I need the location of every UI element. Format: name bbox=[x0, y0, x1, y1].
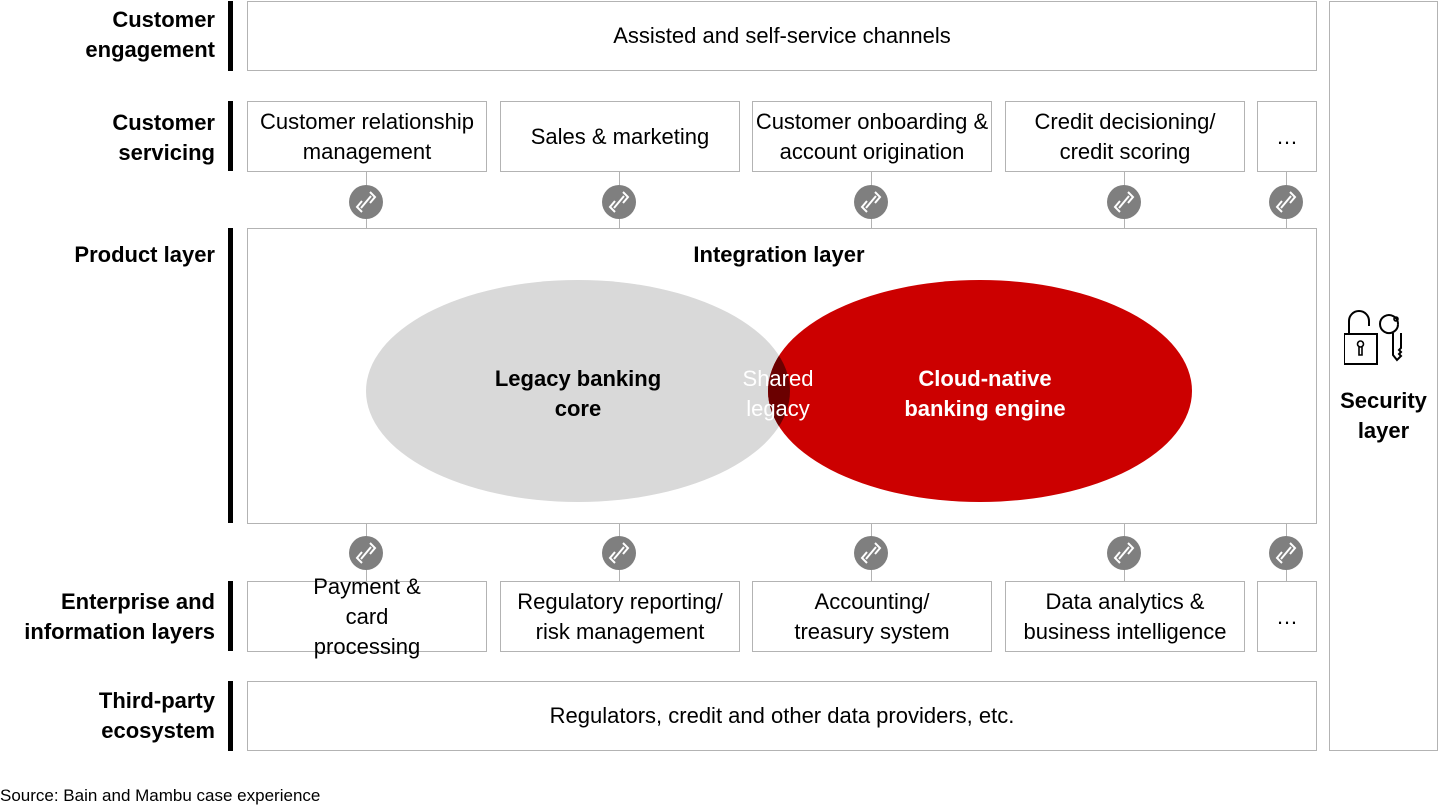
third-party-text: Regulators, credit and other data provid… bbox=[549, 703, 1015, 728]
servicing-box-more: … bbox=[1257, 101, 1317, 172]
enterprise-box: Regulatory reporting/ risk management bbox=[500, 581, 740, 652]
layer-label-engagement: Customer engagement bbox=[85, 7, 215, 62]
integration-layer-title: Integration layer bbox=[693, 242, 865, 267]
box-text: Customer onboarding & account originatio… bbox=[755, 108, 989, 164]
box-text: Accounting/ treasury system bbox=[794, 588, 950, 644]
enterprise-box: Payment & card processing bbox=[247, 574, 487, 659]
link-icon bbox=[1269, 536, 1303, 570]
link-icon bbox=[1269, 185, 1303, 219]
servicing-box: Customer onboarding & account originatio… bbox=[752, 101, 992, 172]
box-text: Credit decisioning/ credit scoring bbox=[1034, 108, 1216, 164]
link-icon bbox=[602, 536, 636, 570]
servicing-box: Customer relationship management bbox=[247, 101, 487, 172]
cloud-ellipse bbox=[768, 280, 1192, 502]
cloud-label: Cloud-native banking engine bbox=[904, 366, 1066, 421]
engagement-text: Assisted and self-service channels bbox=[613, 23, 951, 48]
box-text: Data analytics & business intelligence bbox=[1023, 588, 1227, 644]
layer-label-third-party: Third-party ecosystem bbox=[98, 688, 215, 743]
legacy-ellipse bbox=[366, 280, 790, 502]
enterprise-box-more: … bbox=[1257, 581, 1317, 652]
lock-and-key-icon bbox=[1343, 310, 1402, 365]
link-icon bbox=[854, 185, 888, 219]
security-label: Security layer bbox=[1340, 388, 1427, 443]
layer-bar bbox=[228, 1, 233, 71]
source-note: Source: Bain and Mambu case experience bbox=[0, 786, 321, 805]
link-icon bbox=[349, 536, 383, 570]
security-box: Security layer bbox=[1329, 1, 1438, 751]
layer-label-product: Product layer bbox=[74, 242, 215, 267]
layer-label-servicing: Customer servicing bbox=[112, 110, 215, 165]
link-icon bbox=[1107, 536, 1141, 570]
box-text: Sales & marketing bbox=[530, 123, 710, 149]
box-text: … bbox=[1276, 123, 1298, 149]
box-text: … bbox=[1276, 603, 1298, 629]
layer-label-enterprise: Enterprise and information layers bbox=[24, 589, 215, 644]
link-icon bbox=[1107, 185, 1141, 219]
engagement-box: Assisted and self-service channels bbox=[247, 1, 1317, 71]
link-icon bbox=[854, 536, 888, 570]
third-party-box: Regulators, credit and other data provid… bbox=[247, 681, 1317, 751]
layer-bar bbox=[228, 101, 233, 171]
enterprise-box: Data analytics & business intelligence bbox=[1005, 581, 1245, 652]
box-text: Payment & card processing bbox=[313, 573, 421, 659]
layer-bar bbox=[228, 681, 233, 751]
servicing-box: Credit decisioning/ credit scoring bbox=[1005, 101, 1245, 172]
servicing-box: Sales & marketing bbox=[500, 101, 740, 172]
layer-bar bbox=[228, 581, 233, 651]
enterprise-box: Accounting/ treasury system bbox=[752, 581, 992, 652]
link-icon bbox=[602, 185, 636, 219]
link-icon bbox=[349, 185, 383, 219]
box-text: Customer relationship management bbox=[260, 108, 474, 164]
box-text: Regulatory reporting/ risk management bbox=[517, 588, 723, 644]
legacy-label: Legacy banking core bbox=[494, 366, 662, 421]
layer-bar bbox=[228, 228, 233, 523]
shared-label: Shared legacy bbox=[742, 366, 814, 421]
